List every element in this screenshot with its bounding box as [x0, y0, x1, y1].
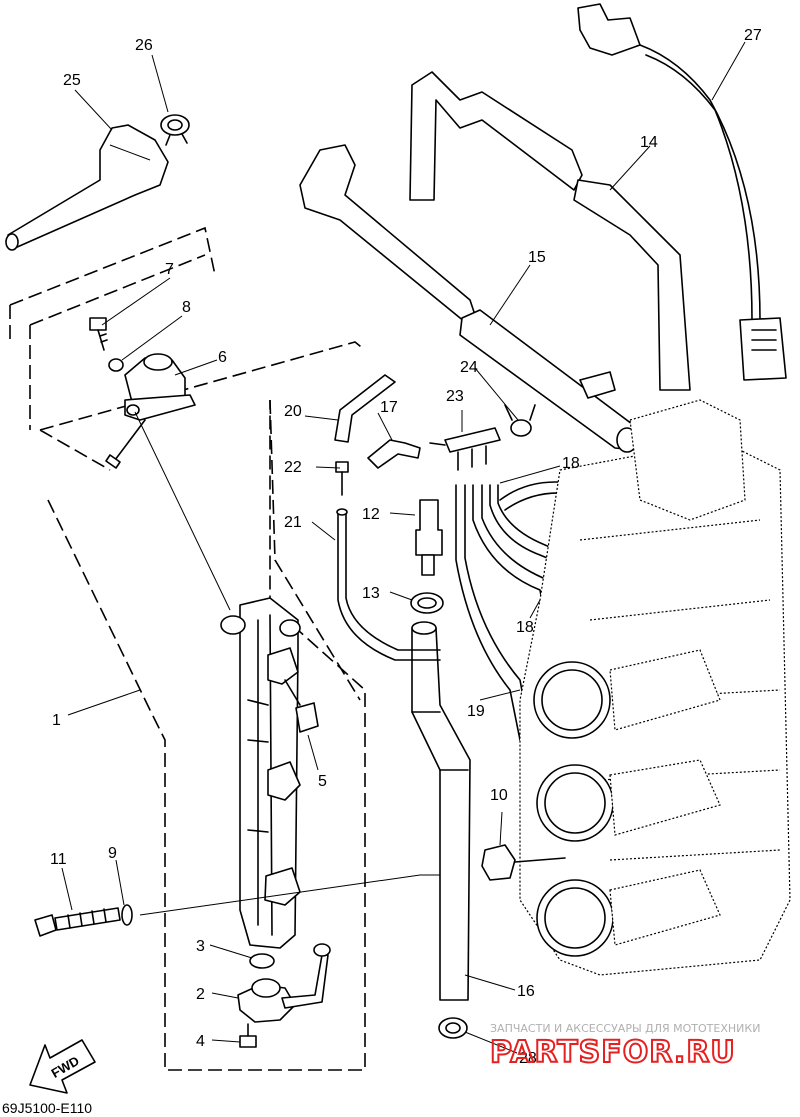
- callout-11: 11: [50, 851, 67, 868]
- hose-14: [409, 71, 691, 391]
- sensor-10: [481, 844, 566, 881]
- washer-8: [108, 358, 124, 372]
- washer-9: [121, 904, 133, 926]
- bolt-11: [34, 907, 121, 937]
- callout-17: 17: [380, 399, 398, 416]
- callout-9: 9: [108, 845, 117, 862]
- callout-26: 26: [135, 37, 153, 54]
- watermark: ЗАПЧАСТИ И АКСЕССУАРЫ ДЛЯ МОТОТЕХНИКИ PA…: [489, 1022, 760, 1071]
- leader-lines: [61, 41, 746, 1054]
- callout-20: 20: [284, 403, 302, 420]
- callout-2: 2: [196, 986, 205, 1003]
- clip-24: [504, 404, 536, 437]
- fitting-22: [335, 461, 349, 496]
- callout-19: 19: [467, 703, 485, 720]
- group-box-right: [269, 399, 361, 701]
- group-box-left: [9, 226, 366, 1071]
- watermark-brand: PARTSFOR.RU: [490, 1035, 736, 1070]
- hose-15: [299, 144, 641, 453]
- callout-18-top: 18: [562, 455, 580, 472]
- callout-10: 10: [490, 787, 508, 804]
- injector-cap-5: [284, 679, 319, 733]
- callout-28: 28: [519, 1050, 537, 1067]
- hose-16: [411, 621, 471, 1001]
- callout-1: 1: [52, 712, 61, 729]
- callout-4: 4: [196, 1033, 205, 1050]
- hose-20: [334, 374, 396, 443]
- callout-3: 3: [196, 938, 205, 955]
- callout-24: 24: [460, 359, 478, 376]
- hose-21: [336, 508, 441, 661]
- callout-12: 12: [362, 506, 380, 523]
- callout-23: 23: [446, 388, 464, 405]
- callout-16: 16: [517, 983, 535, 1000]
- callout-21: 21: [284, 514, 302, 531]
- fuel-rail: [220, 597, 301, 949]
- fitting-2: [237, 943, 331, 1023]
- clamp-28: [438, 1017, 468, 1039]
- callout-7: 7: [165, 261, 174, 278]
- hose-25-end: [5, 233, 19, 251]
- bolt-4: [239, 1023, 257, 1048]
- callout-14: 14: [640, 134, 658, 151]
- callout-13: 13: [362, 585, 380, 602]
- fwd-direction-arrow: FWD: [29, 1039, 96, 1094]
- throttle-body-assembly: [519, 399, 791, 976]
- joint-23: [429, 427, 501, 471]
- diagram-code: 69J5100-E110: [2, 1100, 92, 1116]
- hose-25: [7, 124, 169, 249]
- callout-27: 27: [744, 27, 762, 44]
- callout-8: 8: [182, 299, 191, 316]
- callout-6: 6: [218, 349, 227, 366]
- callout-15: 15: [528, 249, 546, 266]
- o-ring-3: [249, 953, 275, 969]
- hose-25-bend: [109, 144, 151, 161]
- clamp-13: [410, 592, 444, 614]
- watermark-subtitle: ЗАПЧАСТИ И АКСЕССУАРЫ ДЛЯ МОТОТЕХНИКИ: [490, 1022, 760, 1035]
- callout-5: 5: [318, 773, 327, 790]
- callout-25: 25: [63, 72, 81, 89]
- regulator-6: [105, 353, 196, 469]
- leader-rail-regulator: [134, 411, 231, 611]
- screw-7: [89, 317, 108, 351]
- callout-18-bottom: 18: [516, 619, 534, 636]
- leader-bolt-rail: [139, 874, 421, 916]
- hose-17: [367, 439, 421, 469]
- pressure-valve-12: [415, 499, 443, 576]
- clip-26: [160, 114, 190, 146]
- small-fitting: [579, 371, 616, 399]
- harness-27: [577, 3, 787, 381]
- callout-labels: 1 2 3 4 5 6 7 8 9 10 11 12 13 14 15 16 1…: [50, 27, 762, 1067]
- callout-22: 22: [284, 459, 302, 476]
